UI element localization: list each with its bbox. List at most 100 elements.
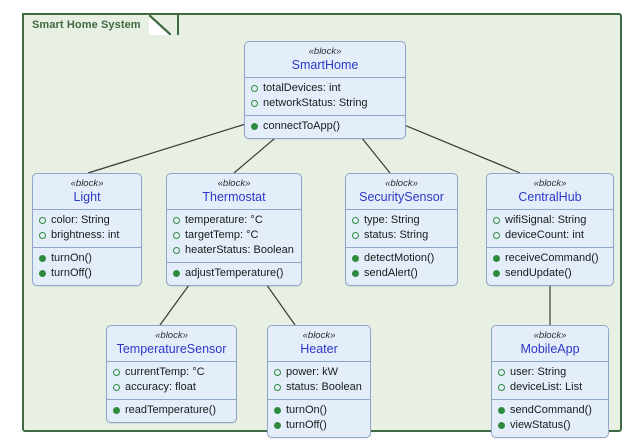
- block-name: Light: [73, 190, 101, 204]
- attribute-marker-icon: [274, 369, 281, 376]
- block-attributes: wifiSignal: String deviceCount: int: [487, 210, 613, 247]
- operation-marker-icon: [113, 407, 120, 414]
- attribute-marker-icon: [498, 384, 505, 391]
- attribute-row: currentTemp: °C: [113, 365, 231, 380]
- operation-label: turnOn(): [286, 404, 327, 416]
- attribute-label: wifiSignal: String: [505, 214, 587, 226]
- attribute-marker-icon: [493, 217, 500, 224]
- block-attributes: currentTemp: °C accuracy: float: [107, 362, 236, 399]
- block-operations: receiveCommand() sendUpdate(): [487, 247, 613, 285]
- operation-row: adjustTemperature(): [173, 266, 296, 281]
- attribute-label: deviceList: List: [510, 381, 583, 393]
- attribute-label: brightness: int: [51, 229, 120, 241]
- block-stereotype: «block»: [533, 178, 567, 189]
- attribute-label: deviceCount: int: [505, 229, 584, 241]
- operation-label: detectMotion(): [364, 252, 435, 264]
- operation-marker-icon: [39, 255, 46, 262]
- block-name: SmartHome: [291, 58, 359, 72]
- operation-label: readTemperature(): [125, 404, 217, 416]
- attribute-label: status: Boolean: [286, 381, 362, 393]
- operation-row: turnOn(): [39, 251, 136, 266]
- operation-row: detectMotion(): [352, 251, 452, 266]
- attribute-row: color: String: [39, 213, 136, 228]
- attribute-marker-icon: [493, 232, 500, 239]
- operation-marker-icon: [173, 270, 180, 277]
- operation-marker-icon: [498, 422, 505, 429]
- block-light[interactable]: «block» Light color: String brightness: …: [32, 173, 142, 286]
- attribute-label: networkStatus: String: [263, 97, 368, 109]
- block-operations: adjustTemperature(): [167, 262, 301, 285]
- block-attributes: temperature: °C targetTemp: °C heaterSta…: [167, 210, 301, 262]
- block-stereotype: «block»: [533, 330, 567, 341]
- attribute-row: brightness: int: [39, 228, 136, 243]
- block-header: «block» TemperatureSensor: [107, 326, 236, 362]
- attribute-marker-icon: [352, 217, 359, 224]
- operation-row: turnOn(): [274, 403, 365, 418]
- block-name: MobileApp: [520, 342, 580, 356]
- operation-marker-icon: [352, 270, 359, 277]
- block-name: Heater: [300, 342, 338, 356]
- attribute-marker-icon: [39, 232, 46, 239]
- block-heater[interactable]: «block» Heater power: kW status: Boolean…: [267, 325, 371, 438]
- attribute-marker-icon: [173, 247, 180, 254]
- attribute-label: color: String: [51, 214, 110, 226]
- attribute-row: deviceCount: int: [493, 228, 608, 243]
- block-stereotype: «block»: [155, 330, 188, 341]
- attribute-label: power: kW: [286, 366, 338, 378]
- block-header: «block» Heater: [268, 326, 370, 362]
- block-name: Thermostat: [202, 190, 266, 204]
- attribute-row: type: String: [352, 213, 452, 228]
- operation-row: turnOff(): [274, 418, 365, 433]
- block-smarthome[interactable]: «block» SmartHome totalDevices: int netw…: [244, 41, 406, 139]
- attribute-label: heaterStatus: Boolean: [185, 244, 294, 256]
- attribute-row: user: String: [498, 365, 603, 380]
- attribute-marker-icon: [173, 217, 180, 224]
- operation-marker-icon: [498, 407, 505, 414]
- attribute-label: currentTemp: °C: [125, 366, 205, 378]
- attribute-marker-icon: [498, 369, 505, 376]
- block-centralhub[interactable]: «block» CentralHub wifiSignal: String de…: [486, 173, 614, 286]
- operation-row: receiveCommand(): [493, 251, 608, 266]
- block-attributes: power: kW status: Boolean: [268, 362, 370, 399]
- block-operations: sendCommand() viewStatus(): [492, 399, 608, 437]
- operation-label: connectToApp(): [263, 120, 341, 132]
- block-operations: connectToApp(): [245, 115, 405, 138]
- block-thermostat[interactable]: «block» Thermostat temperature: °C targe…: [166, 173, 302, 286]
- block-mobileapp[interactable]: «block» MobileApp user: String deviceLis…: [491, 325, 609, 438]
- block-attributes: type: String status: String: [346, 210, 457, 247]
- block-securitysensor[interactable]: «block» SecuritySensor type: String stat…: [345, 173, 458, 286]
- operation-label: sendUpdate(): [505, 267, 572, 279]
- operation-label: sendCommand(): [510, 404, 592, 416]
- block-header: «block» MobileApp: [492, 326, 608, 362]
- block-name: CentralHub: [518, 190, 582, 204]
- attribute-marker-icon: [352, 232, 359, 239]
- attribute-row: status: String: [352, 228, 452, 243]
- block-attributes: totalDevices: int networkStatus: String: [245, 78, 405, 115]
- operation-label: viewStatus(): [510, 419, 571, 431]
- block-stereotype: «block»: [385, 178, 418, 189]
- operation-marker-icon: [274, 407, 281, 414]
- block-attributes: user: String deviceList: List: [492, 362, 608, 399]
- attribute-label: user: String: [510, 366, 567, 378]
- attribute-label: targetTemp: °C: [185, 229, 259, 241]
- block-attributes: color: String brightness: int: [33, 210, 141, 247]
- attribute-marker-icon: [251, 85, 258, 92]
- attribute-row: totalDevices: int: [251, 81, 400, 96]
- attribute-label: type: String: [364, 214, 420, 226]
- frame-tab-notch-icon: [148, 15, 171, 35]
- operation-marker-icon: [352, 255, 359, 262]
- operation-marker-icon: [493, 270, 500, 277]
- operation-label: adjustTemperature(): [185, 267, 284, 279]
- operation-label: sendAlert(): [364, 267, 418, 279]
- operation-label: turnOff(): [286, 419, 327, 431]
- operation-marker-icon: [39, 270, 46, 277]
- block-name: SecuritySensor: [359, 190, 444, 204]
- operation-row: connectToApp(): [251, 119, 400, 134]
- attribute-marker-icon: [39, 217, 46, 224]
- operation-row: sendAlert(): [352, 266, 452, 281]
- attribute-marker-icon: [113, 384, 120, 391]
- operation-label: turnOn(): [51, 252, 92, 264]
- attribute-row: targetTemp: °C: [173, 228, 296, 243]
- block-temperaturesensor[interactable]: «block» TemperatureSensor currentTemp: °…: [106, 325, 237, 423]
